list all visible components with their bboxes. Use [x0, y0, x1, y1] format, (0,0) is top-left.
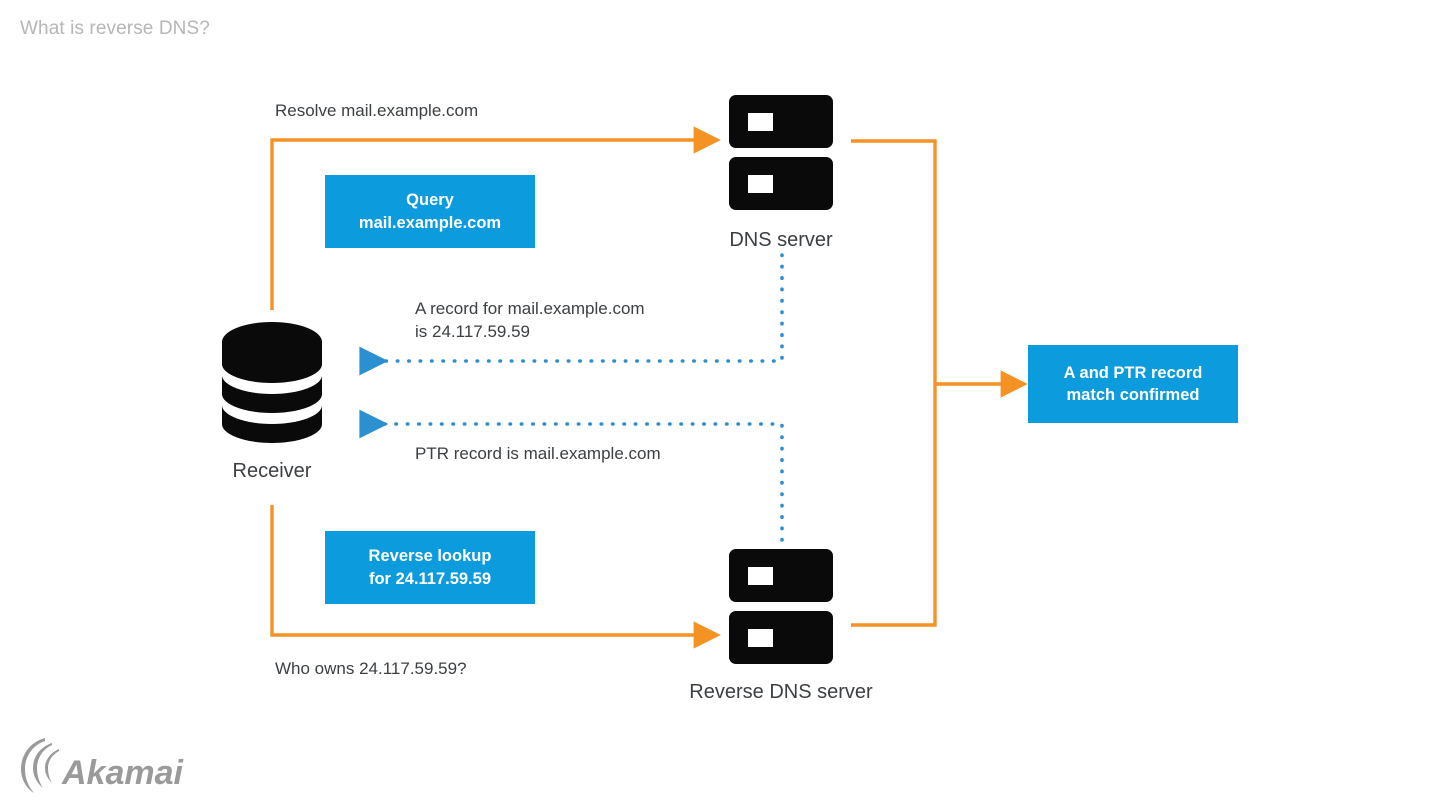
callout-query-line1: Query — [406, 191, 454, 210]
node-label-reverse-dns-server: Reverse DNS server — [689, 681, 873, 703]
label-a-record-line1: A record for mail.example.com — [415, 299, 645, 318]
dns-server-icon — [729, 95, 833, 210]
callout-query: Query mail.example.com — [325, 175, 535, 248]
flow-ptr-record-dotted-arrow — [359, 409, 784, 542]
flow-revdns-to-bus — [851, 384, 937, 627]
page-title: What is reverse DNS? — [20, 18, 210, 39]
callout-reverse-line2: for 24.117.59.59 — [368, 569, 491, 588]
label-who-owns: Who owns 24.117.59.59? — [275, 659, 467, 678]
flow-resolve-arrow — [270, 126, 721, 310]
akamai-wordmark: Akamai — [61, 754, 185, 792]
flow-a-record-dotted-arrow — [359, 253, 784, 376]
callout-reverse-line1: Reverse lookup — [368, 547, 492, 566]
callout-match-line2: match confirmed — [1066, 386, 1200, 404]
label-resolve: Resolve mail.example.com — [275, 101, 479, 120]
callout-match-line1: A and PTR record — [1063, 363, 1203, 382]
flow-dns-to-bus — [851, 139, 937, 384]
label-a-record-line2: is 24.117.59.59 — [415, 321, 530, 341]
callout-query-line2: mail.example.com — [358, 213, 502, 232]
label-a-record: A record for mail.example.com is 24.117.… — [415, 298, 645, 344]
callout-reverse-lookup: Reverse lookup for 24.117.59.59 — [325, 531, 535, 604]
flow-reverse-lookup-arrow — [270, 505, 721, 649]
akamai-logo: Akamai — [21, 738, 185, 793]
reverse-dns-server-icon — [729, 549, 833, 664]
node-label-dns-server: DNS server — [729, 229, 833, 251]
callout-match-confirmed: A and PTR record match confirmed — [1028, 345, 1238, 423]
node-label-receiver: Receiver — [232, 460, 312, 482]
label-ptr-record: PTR record is mail.example.com — [415, 444, 661, 463]
